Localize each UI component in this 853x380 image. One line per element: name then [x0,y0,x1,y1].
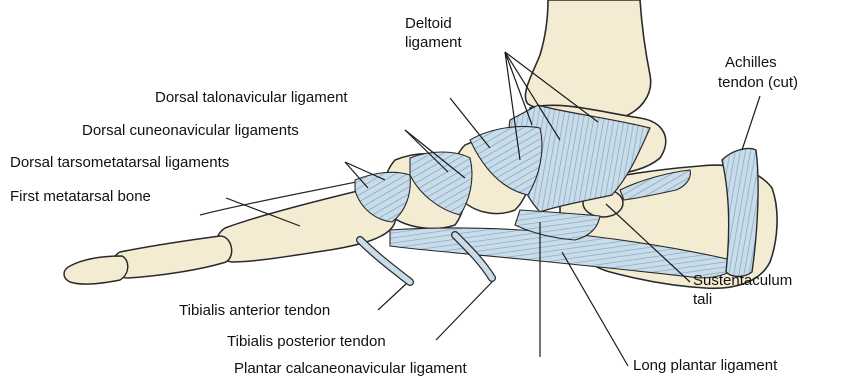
label-deltoid-line2: ligament [405,34,462,51]
label-achilles-line1: Achilles [725,54,777,71]
label-sustentaculum-line1: Sustentaculum [693,272,792,289]
label-long-plantar: Long plantar ligament [633,357,777,374]
label-first-metatarsal: First metatarsal bone [10,188,151,205]
label-achilles-line2: tendon (cut) [718,74,798,91]
label-tibialis-posterior: Tibialis posterior tendon [227,333,386,350]
tibia-bone [525,0,650,120]
label-plantar-calcaneonavicular: Plantar calcaneonavicular ligament [234,360,467,377]
distal-phalanx [64,256,128,284]
label-dorsal-talonavicular: Dorsal talonavicular ligament [155,89,348,106]
label-deltoid-line1: Deltoid [405,15,452,32]
label-sustentaculum-line2: tali [693,291,712,308]
label-tibialis-anterior: Tibialis anterior tendon [179,302,330,319]
label-dorsal-tarsometatarsal: Dorsal tarsometatarsal ligaments [10,154,229,171]
label-dorsal-cuneonavicular: Dorsal cuneonavicular ligaments [82,122,299,139]
proximal-phalanx [113,236,232,278]
